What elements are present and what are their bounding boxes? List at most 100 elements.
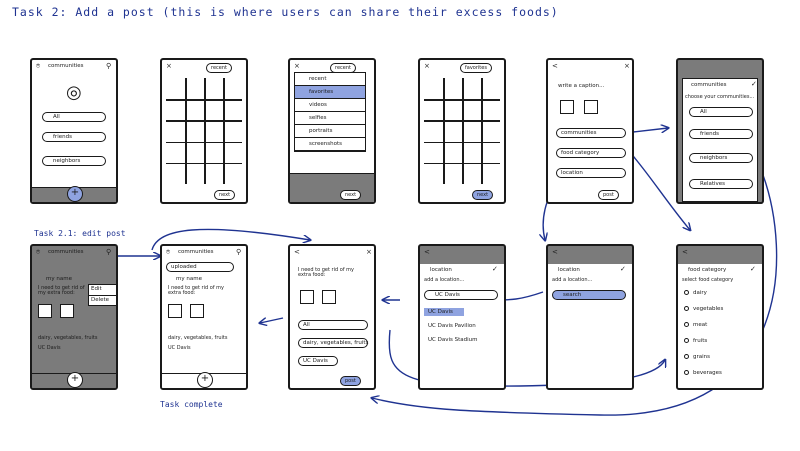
- close-icon[interactable]: ×: [366, 248, 372, 256]
- uploaded-banner: uploaded: [166, 262, 234, 272]
- sheet-subtitle: select food category: [682, 277, 734, 283]
- arrow-results-back: [388, 329, 665, 387]
- location-result[interactable]: UC Davis Pavilion: [428, 323, 476, 329]
- album-option[interactable]: recent: [295, 73, 365, 86]
- location-pin-icon: ⌾: [36, 62, 41, 70]
- close-icon[interactable]: ×: [424, 62, 430, 70]
- album-option[interactable]: screenshots: [295, 138, 365, 151]
- album-option[interactable]: portraits: [295, 125, 365, 138]
- bottom-nav: +: [32, 186, 116, 202]
- sheet: location ✓ add a location... UC Davis UC…: [420, 264, 504, 388]
- community-neighbors[interactable]: neighbors: [689, 153, 753, 163]
- back-icon[interactable]: <: [424, 248, 430, 256]
- add-post-button[interactable]: +: [67, 186, 83, 202]
- close-icon[interactable]: ×: [294, 62, 300, 70]
- screen-location-search: < location ✓ add a location... search: [546, 244, 634, 390]
- category-option[interactable]: meat: [684, 322, 707, 328]
- category-option[interactable]: dairy: [684, 290, 707, 296]
- search-icon[interactable]: ⚲: [106, 62, 112, 70]
- sheet-title: communities: [691, 82, 727, 88]
- location-result[interactable]: UC Davis Stadium: [428, 337, 478, 343]
- screen-favorites-grid: × favorites next: [418, 58, 506, 204]
- close-icon[interactable]: ×: [624, 62, 630, 70]
- search-icon[interactable]: ⚲: [106, 248, 112, 256]
- food-photo: [300, 290, 314, 304]
- header-title: communities: [48, 249, 84, 255]
- community-button-all[interactable]: All: [42, 112, 106, 122]
- food-photo: [60, 304, 74, 318]
- back-icon[interactable]: <: [552, 248, 558, 256]
- location-row[interactable]: location: [556, 168, 626, 178]
- grey-overlay: [290, 173, 374, 202]
- back-icon[interactable]: <: [682, 248, 688, 256]
- community-button-friends[interactable]: friends: [42, 132, 106, 142]
- sheet-title: food category: [688, 267, 727, 273]
- edit-option[interactable]: Edit: [91, 286, 102, 292]
- next-button[interactable]: next: [214, 190, 236, 200]
- sheet-subtitle: add a location...: [552, 277, 593, 283]
- communities-row[interactable]: All: [298, 320, 368, 330]
- back-icon[interactable]: <: [552, 62, 558, 70]
- location-pin-icon: ⌾: [166, 248, 171, 256]
- check-icon[interactable]: ✓: [620, 265, 626, 273]
- edit-menu: Edit Delete: [88, 284, 116, 306]
- food-category-row[interactable]: dairy, vegetables, fruits: [298, 338, 368, 348]
- search-icon[interactable]: ⚲: [236, 248, 242, 256]
- post-button[interactable]: post: [598, 190, 619, 200]
- user-name: my name: [176, 276, 202, 282]
- screen-communities-home: ⌾ communities ⚲ ◎ All friends neighbors …: [30, 58, 118, 204]
- album-dropdown[interactable]: recent: [206, 63, 232, 73]
- community-relatives[interactable]: Relatives: [689, 179, 753, 189]
- category-option[interactable]: grains: [684, 354, 710, 360]
- category-option[interactable]: fruits: [684, 338, 707, 344]
- community-friends[interactable]: friends: [689, 129, 753, 139]
- album-menu: recent favorites videos selfies portrait…: [294, 72, 366, 152]
- food-category-row[interactable]: food category: [556, 148, 626, 158]
- sheet-title: location: [558, 267, 580, 273]
- screen-uploaded-feed: ⌾ communities ⚲ uploaded my name I need …: [160, 244, 248, 390]
- back-icon[interactable]: <: [294, 248, 300, 256]
- user-name: my name: [46, 276, 72, 282]
- check-icon[interactable]: ✓: [751, 80, 757, 88]
- post-button[interactable]: post: [340, 376, 361, 386]
- caption-text[interactable]: I need to get rid of my extra food:: [298, 267, 355, 278]
- check-icon[interactable]: ✓: [750, 265, 756, 273]
- next-button[interactable]: next: [340, 190, 362, 200]
- location-search-input[interactable]: search: [552, 290, 626, 300]
- album-option-selected[interactable]: favorites: [295, 86, 365, 99]
- close-icon[interactable]: ×: [166, 62, 172, 70]
- food-photo: [168, 304, 182, 318]
- category-option[interactable]: vegetables: [684, 306, 723, 312]
- food-photo: [190, 304, 204, 318]
- community-all[interactable]: All: [689, 107, 753, 117]
- bottom-nav: +: [32, 372, 116, 388]
- sheet: food category ✓ select food category dai…: [678, 264, 762, 388]
- album-option[interactable]: selfies: [295, 112, 365, 125]
- location-result-selected[interactable]: UC Davis: [424, 308, 464, 316]
- arrow-to-food-category: [627, 149, 690, 230]
- album-option[interactable]: videos: [295, 99, 365, 112]
- food-photo: [38, 304, 52, 318]
- arrow-to-uploaded: [260, 317, 284, 323]
- screen-new-post: < × write a caption... communities food …: [546, 58, 634, 204]
- sheet-subtitle: choose your communities...: [685, 94, 755, 100]
- location-search-input[interactable]: UC Davis: [424, 290, 498, 300]
- location-row[interactable]: UC Davis: [298, 356, 338, 366]
- screen-location-results: < location ✓ add a location... UC Davis …: [418, 244, 506, 390]
- task-title: Task 2: Add a post (this is where users …: [12, 5, 559, 19]
- globe-icon: ◎: [66, 82, 82, 103]
- next-button[interactable]: next: [472, 190, 494, 200]
- communities-row[interactable]: communities: [556, 128, 626, 138]
- album-dropdown[interactable]: favorites: [460, 63, 492, 73]
- add-post-button[interactable]: +: [67, 372, 83, 388]
- screen-edit-post: ⌾ communities ⚲ my name I need to get ri…: [30, 244, 118, 390]
- category-option[interactable]: beverages: [684, 370, 722, 376]
- photo-grid: [424, 78, 500, 184]
- delete-option[interactable]: Delete: [89, 294, 116, 306]
- check-icon[interactable]: ✓: [492, 265, 498, 273]
- add-post-button[interactable]: +: [197, 372, 213, 388]
- caption-input[interactable]: write a caption...: [558, 83, 605, 89]
- arrow-to-communities: [632, 128, 668, 132]
- community-button-neighbors[interactable]: neighbors: [42, 156, 106, 166]
